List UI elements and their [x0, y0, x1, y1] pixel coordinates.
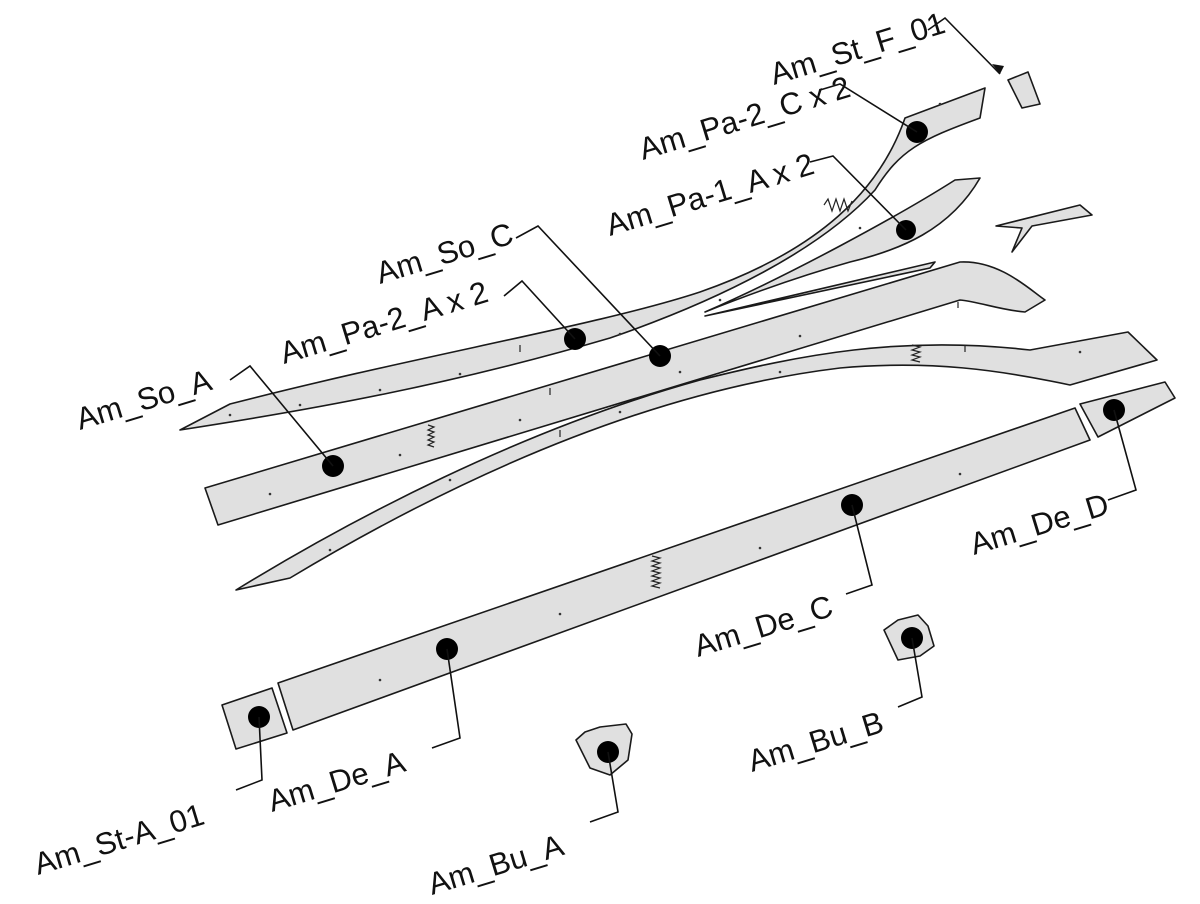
leader-de-c — [845, 504, 873, 595]
leader-so-c — [515, 225, 661, 357]
leader-st-a-01 — [235, 716, 263, 791]
label-st-a-01: Am_St-A_01 — [30, 797, 208, 882]
label-de-a: Am_De_A — [264, 744, 410, 819]
label-bu-a: Am_Bu_A — [424, 827, 568, 901]
label-pa1-a: Am_Pa-1_A x 2 — [602, 146, 818, 242]
label-st-f-01: Am_St_F_01 — [766, 5, 949, 91]
leader-pa1-a — [809, 155, 907, 231]
label-so-c: Am_So_C — [372, 216, 517, 291]
label-bu-b: Am_Bu_B — [744, 704, 888, 778]
leader-pa2-a — [503, 279, 576, 340]
part-st-f-01 — [1007, 71, 1041, 109]
leader-bu-b — [897, 637, 923, 708]
leader-de-a — [431, 648, 461, 749]
part-pa2-a — [179, 87, 986, 431]
part-pa1-a — [704, 177, 981, 313]
leader-pa2-c — [819, 83, 918, 133]
leader-so-a — [229, 364, 334, 467]
label-pa2-c: Am_Pa-2_C x 2 — [635, 69, 854, 166]
joint-zigzag-pa2a — [823, 197, 853, 213]
label-de-c: Am_De_C — [690, 588, 837, 663]
part-de-d — [1079, 381, 1176, 438]
part-arrow-piece — [995, 204, 1093, 253]
leader-st-f-01 — [927, 16, 1001, 75]
part-so-c — [235, 331, 1158, 591]
leader-bu-a — [589, 751, 619, 823]
part-so-a — [204, 261, 1046, 526]
label-de-d: Am_De_D — [966, 486, 1113, 561]
joint-zigzag-soc — [909, 344, 923, 363]
joint-zigzag-soa — [426, 424, 436, 448]
nail-marks — [228, 102, 1082, 682]
part-de-c — [277, 407, 1091, 731]
part-sliver — [704, 261, 936, 317]
leader-de-d — [1107, 409, 1137, 501]
arrowhead-st-f-01 — [992, 64, 1004, 74]
joint-zigzag-dec — [649, 555, 663, 589]
